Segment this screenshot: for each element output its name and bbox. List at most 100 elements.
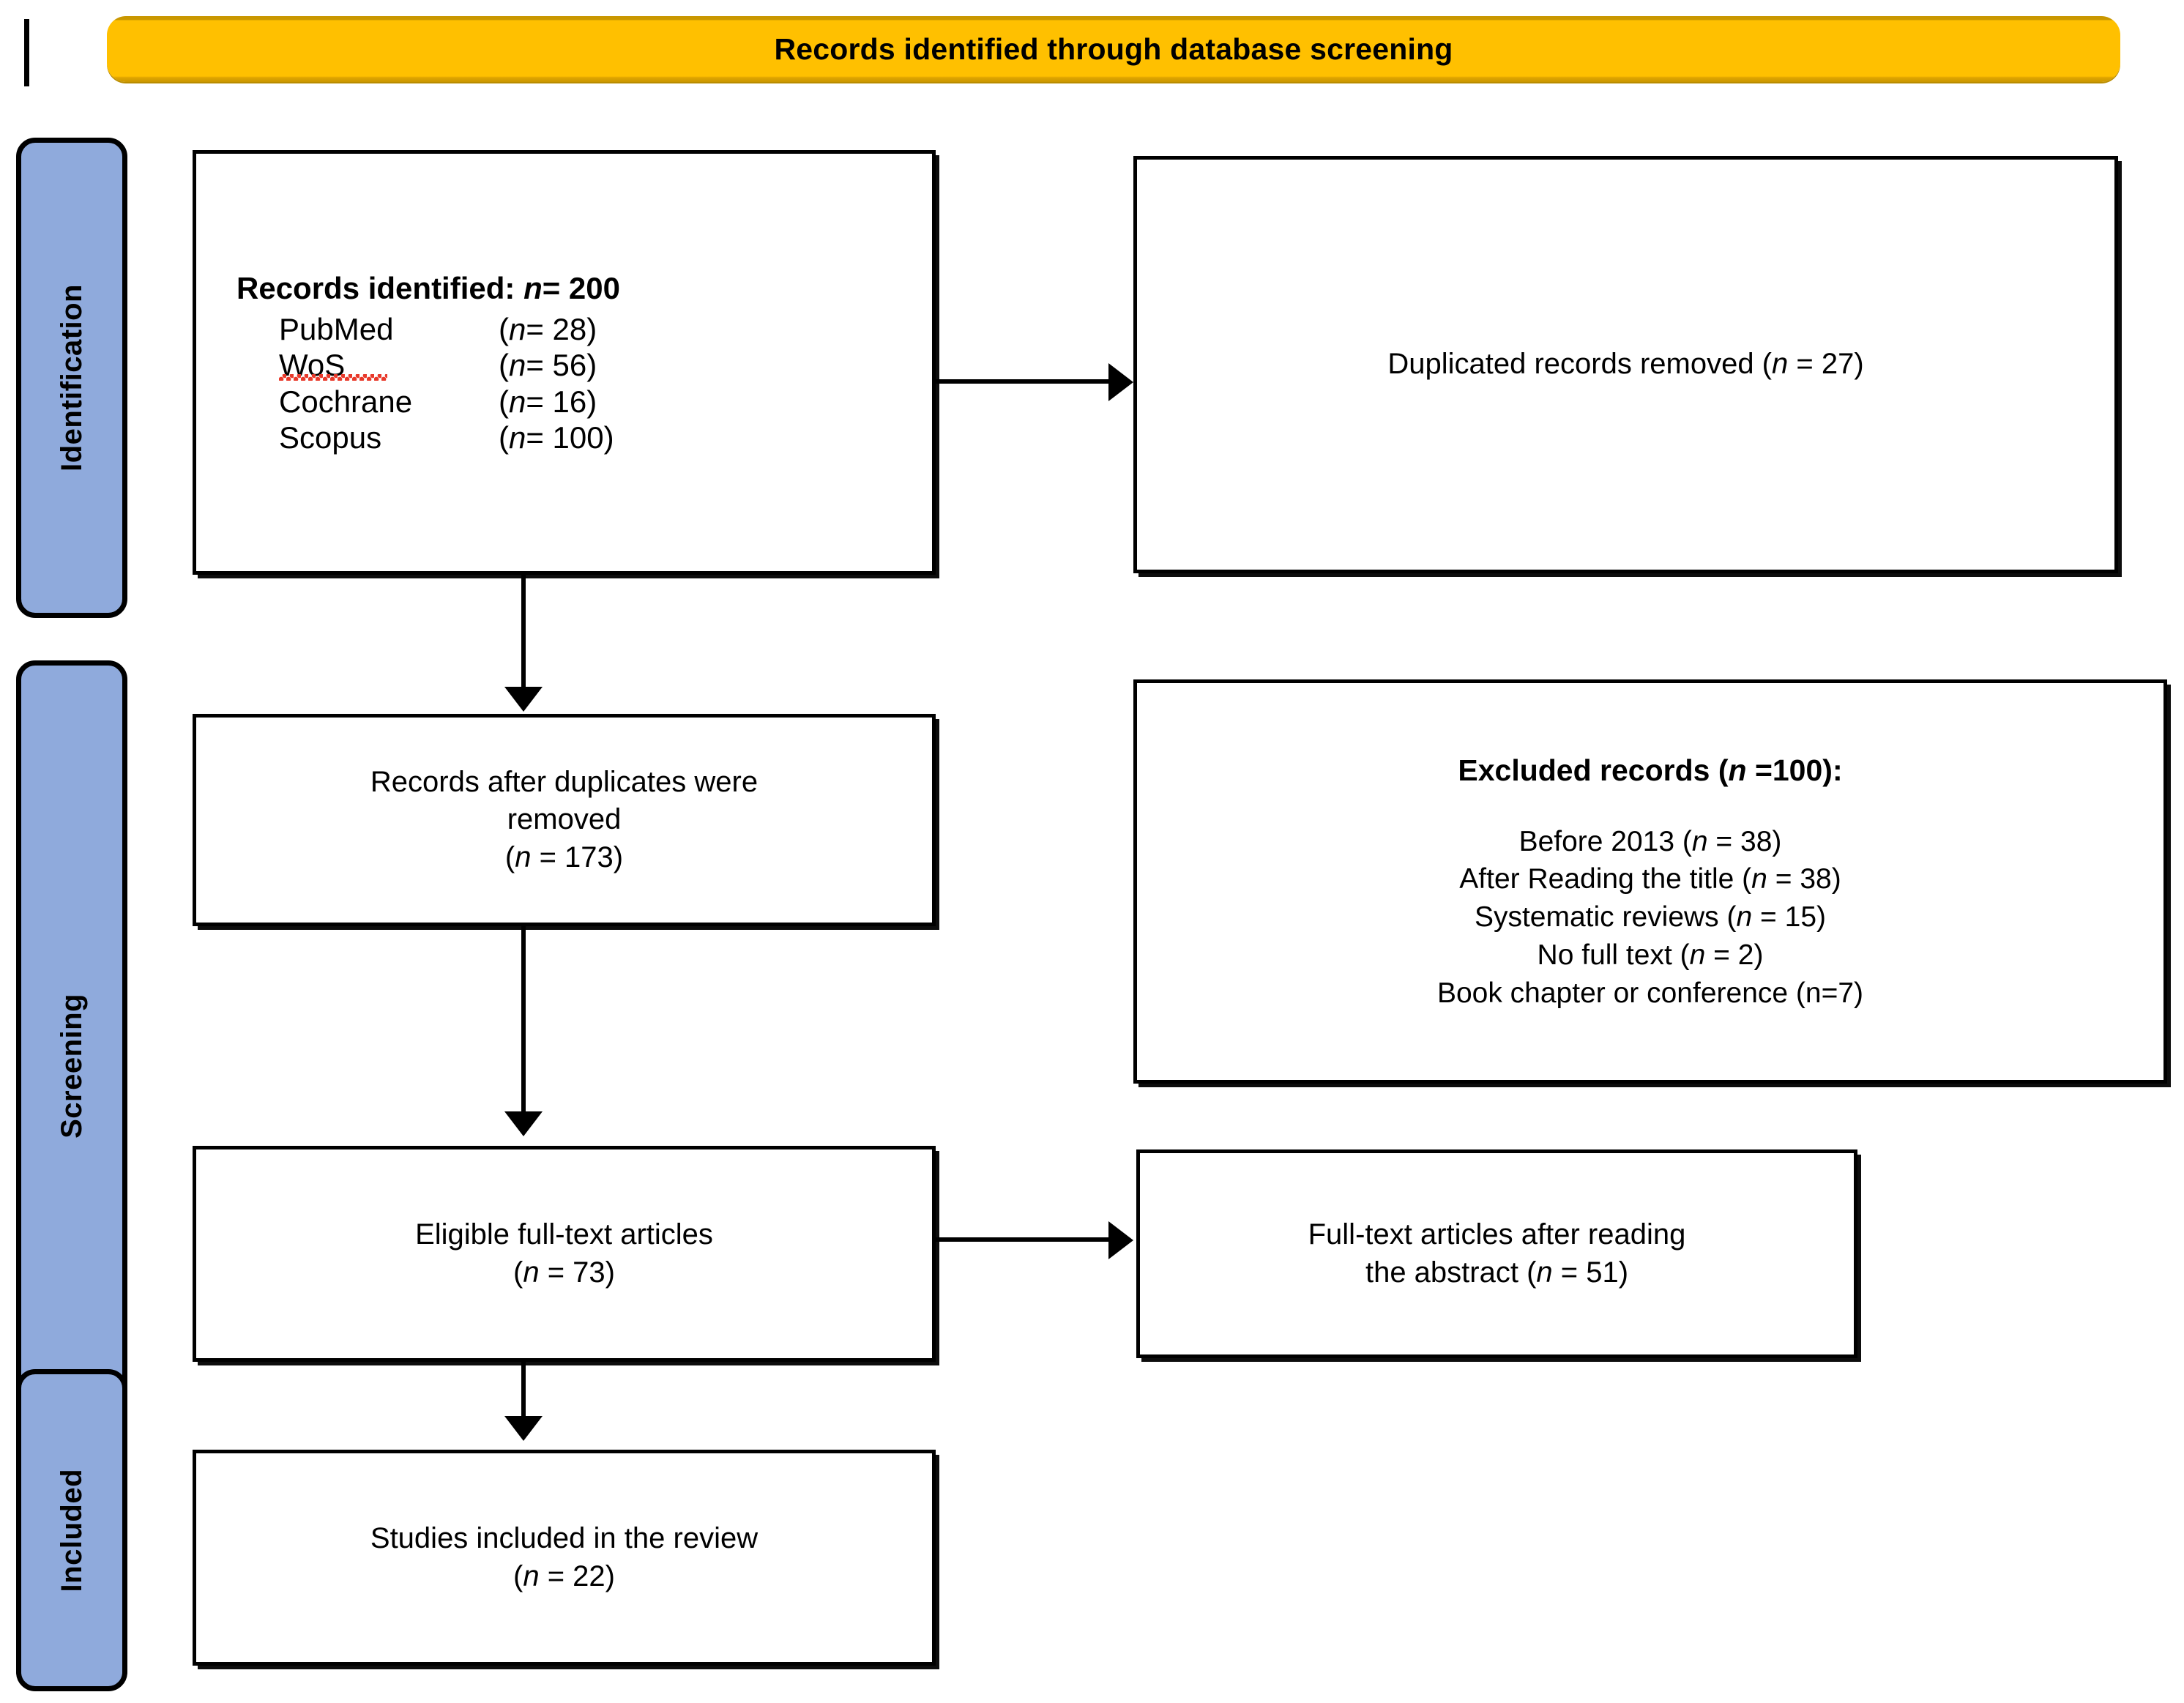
phase-tab-label: Identification: [55, 284, 88, 472]
exclusion-reason-list: Before 2013 (n = 38) After Reading the t…: [1153, 823, 2147, 1013]
line-2: the abstract (n = 51): [1156, 1254, 1838, 1292]
n-symbol: n: [1691, 825, 1708, 857]
source-count-value: = 100): [526, 420, 614, 455]
arrow-down-icon: [504, 1111, 543, 1136]
source-name: PubMed: [279, 311, 394, 346]
connector-identified-to-after-duplicates: [521, 575, 526, 690]
connector-after-duplicates-to-eligible: [521, 926, 526, 1115]
n-symbol: n: [509, 420, 526, 455]
connector-identified-to-duplicates: [936, 379, 1117, 384]
box-fulltext-after-abstract: Full-text articles after reading the abs…: [1136, 1149, 1857, 1358]
source-count-value: = 16): [526, 384, 597, 419]
records-identified-title-text: Records identified:: [236, 271, 515, 306]
connector-eligible-to-included: [521, 1362, 526, 1419]
box-duplicates-removed: Duplicated records removed (n = 27): [1133, 156, 2118, 573]
source-list: PubMed (n= 28) WoS (n= 56) Cochrane (n= …: [279, 311, 916, 456]
phase-tab-label: Screening: [55, 994, 88, 1139]
n-symbol: n: [1536, 1256, 1553, 1289]
source-row-wos: WoS (n= 56): [279, 347, 916, 384]
source-name: WoS: [279, 347, 499, 384]
n-symbol: n: [523, 1256, 540, 1289]
paren-open: (: [504, 841, 515, 873]
n-symbol: n: [1728, 753, 1747, 788]
n-symbol: n: [523, 1559, 540, 1592]
header-banner: Records identified through database scre…: [107, 16, 2120, 82]
reason-label: Systematic reviews (: [1474, 901, 1737, 934]
reason-label: No full text (: [1537, 939, 1690, 972]
source-name: Scopus: [279, 420, 382, 455]
phase-tab-screening[interactable]: Screening: [16, 660, 127, 1472]
studies-included-text: Studies included in the review (n = 22): [196, 1520, 932, 1595]
line-2: (n = 22): [212, 1558, 916, 1595]
line-1: Full-text articles after reading: [1308, 1218, 1686, 1251]
arrow-down-icon: [504, 687, 543, 712]
source-row-scopus: Scopus (n= 100): [279, 420, 916, 456]
exclusion-reason-systematic-reviews: Systematic reviews (n = 15): [1153, 898, 2147, 936]
records-identified-title-value: = 200: [542, 271, 620, 306]
source-count-value: = 28): [526, 311, 597, 346]
paren-open: (: [513, 1559, 523, 1592]
line-2-label: the abstract (: [1365, 1256, 1537, 1289]
reason-label: Before 2013 (: [1518, 825, 1692, 857]
reason-value: = 2): [1705, 939, 1764, 972]
n-symbol: n: [1751, 863, 1767, 895]
box-records-identified: Records identified: n= 200 PubMed (n= 28…: [193, 150, 936, 575]
line-2: (n = 73): [212, 1254, 916, 1292]
spellcheck-squiggle-icon: [279, 373, 387, 381]
source-name: Cochrane: [279, 384, 413, 419]
reason-value: = 38): [1707, 825, 1782, 857]
line-1: Studies included in the review: [370, 1522, 759, 1555]
duplicates-removed-label: Duplicated records removed (: [1387, 348, 1772, 381]
arrow-right-icon: [1108, 363, 1133, 401]
fulltext-after-abstract-text: Full-text articles after reading the abs…: [1140, 1216, 1854, 1291]
excluded-records-title-text: Excluded records (: [1458, 753, 1729, 788]
phase-tab-identification[interactable]: Identification: [16, 138, 127, 618]
source-count: (n= 100): [499, 420, 614, 455]
line-3: (n = 173): [212, 839, 916, 876]
excluded-records-title: Excluded records (n =100):: [1153, 750, 2147, 791]
n-symbol: n: [509, 384, 526, 419]
eligible-fulltext-text: Eligible full-text articles (n = 73): [196, 1216, 932, 1291]
source-count: (n= 56): [499, 348, 597, 383]
stray-tick-mark: [24, 19, 29, 86]
n-symbol: n: [523, 271, 543, 306]
connector-eligible-to-fulltext: [936, 1237, 1117, 1242]
paren-open: (: [513, 1256, 523, 1289]
source-count: (n= 28): [499, 311, 597, 346]
n-symbol: n: [509, 348, 526, 383]
exclusion-reason-before-2013: Before 2013 (n = 38): [1153, 823, 2147, 861]
n-symbol: n: [1689, 939, 1706, 972]
records-after-duplicates-text: Records after duplicates were removed (n…: [196, 764, 932, 876]
box-records-after-duplicates: Records after duplicates were removed (n…: [193, 714, 936, 926]
phase-tab-label: Included: [55, 1468, 88, 1592]
n-symbol: n: [1772, 348, 1789, 381]
box-studies-included: Studies included in the review (n = 22): [193, 1450, 936, 1666]
reason-value: = 15): [1752, 901, 1827, 934]
records-identified-title: Records identified: n= 200: [236, 269, 916, 308]
exclusion-reason-no-full-text: No full text (n = 2): [1153, 936, 2147, 975]
n-symbol: n: [515, 841, 532, 873]
duplicates-removed-text: Duplicated records removed (n = 27): [1137, 346, 2114, 383]
arrow-down-icon: [504, 1416, 543, 1441]
source-row-pubmed: PubMed (n= 28): [279, 311, 916, 348]
arrow-right-icon: [1108, 1221, 1133, 1259]
source-count: (n= 16): [499, 384, 597, 419]
exclusion-reason-book-chapter: Book chapter or conference (n=7): [1436, 977, 1864, 1010]
count-value: = 73): [539, 1256, 615, 1289]
count-value: = 173): [531, 841, 624, 873]
line-1: Records after duplicates were: [370, 766, 759, 799]
reason-value: = 38): [1767, 863, 1841, 895]
count-value: = 51): [1552, 1256, 1629, 1289]
header-banner-title: Records identified through database scre…: [774, 31, 1453, 66]
excluded-records-title-value: =100):: [1746, 753, 1843, 788]
box-excluded-records: Excluded records (n =100): Before 2013 (…: [1133, 679, 2167, 1084]
source-row-cochrane: Cochrane (n= 16): [279, 384, 916, 420]
duplicates-removed-value: = 27): [1788, 348, 1864, 381]
box-eligible-fulltext: Eligible full-text articles (n = 73): [193, 1146, 936, 1362]
n-symbol: n: [509, 311, 526, 346]
line-1: Eligible full-text articles: [415, 1218, 713, 1251]
line-2: removed: [507, 803, 622, 836]
count-value: = 22): [539, 1559, 615, 1592]
phase-tab-included[interactable]: Included: [16, 1369, 127, 1691]
